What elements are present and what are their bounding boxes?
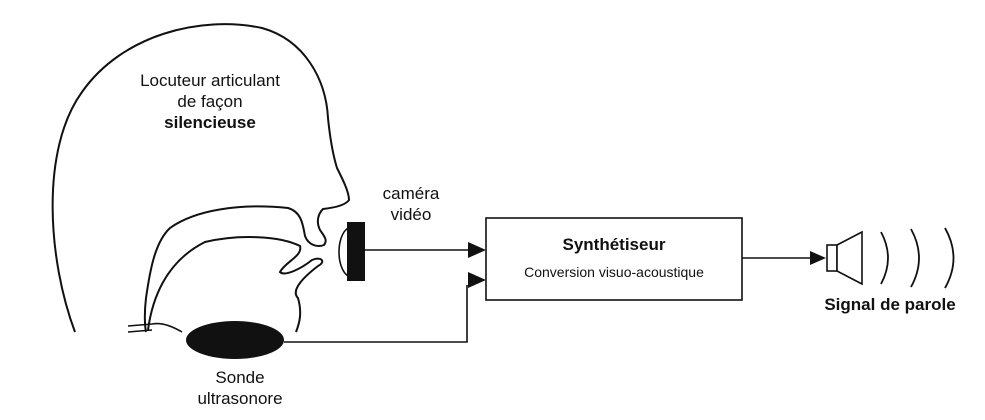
speaker-caption-line3: silencieuse: [164, 113, 256, 132]
output-arrowhead-icon: [810, 251, 826, 265]
camera-caption-line2: vidéo: [390, 205, 432, 224]
sound-wave-3-icon: [944, 227, 955, 289]
probe-caption-line2: ultrasonore: [197, 389, 283, 408]
head-profile: [51, 23, 351, 333]
probe-to-synth-connector: [284, 285, 468, 343]
synthesizer-box: [485, 217, 743, 301]
speaker-caption-line1: Locuteur articulant: [140, 71, 280, 90]
ultrasound-probe-icon: [186, 321, 284, 359]
speaker-caption-line2: de façon: [177, 92, 243, 111]
synth-title: Synthétiseur: [562, 235, 666, 254]
throat-lines: [127, 322, 183, 333]
camera-caption-line1: caméra: [382, 184, 440, 203]
camera-caption: caméra vidéo: [366, 183, 456, 225]
tongue-shape: [147, 236, 324, 333]
sound-wave-1-icon: [880, 231, 889, 285]
camera-lens-icon: [338, 227, 349, 277]
camera-arrowhead-icon: [468, 242, 486, 258]
speaker-cone-icon: [836, 230, 863, 286]
probe-arrowhead-icon: [468, 272, 486, 288]
synth-subtitle: Conversion visuo-acoustique: [524, 264, 704, 280]
speaker-caption: Locuteur articulant de façon silencieuse: [100, 70, 320, 133]
probe-caption-line1: Sonde: [215, 368, 265, 387]
probe-caption: Sonde ultrasonore: [180, 367, 300, 409]
speaker-body-icon: [826, 244, 838, 272]
sound-wave-2-icon: [910, 228, 920, 288]
camera-icon: [347, 222, 365, 281]
output-caption: Signal de parole: [824, 295, 956, 314]
